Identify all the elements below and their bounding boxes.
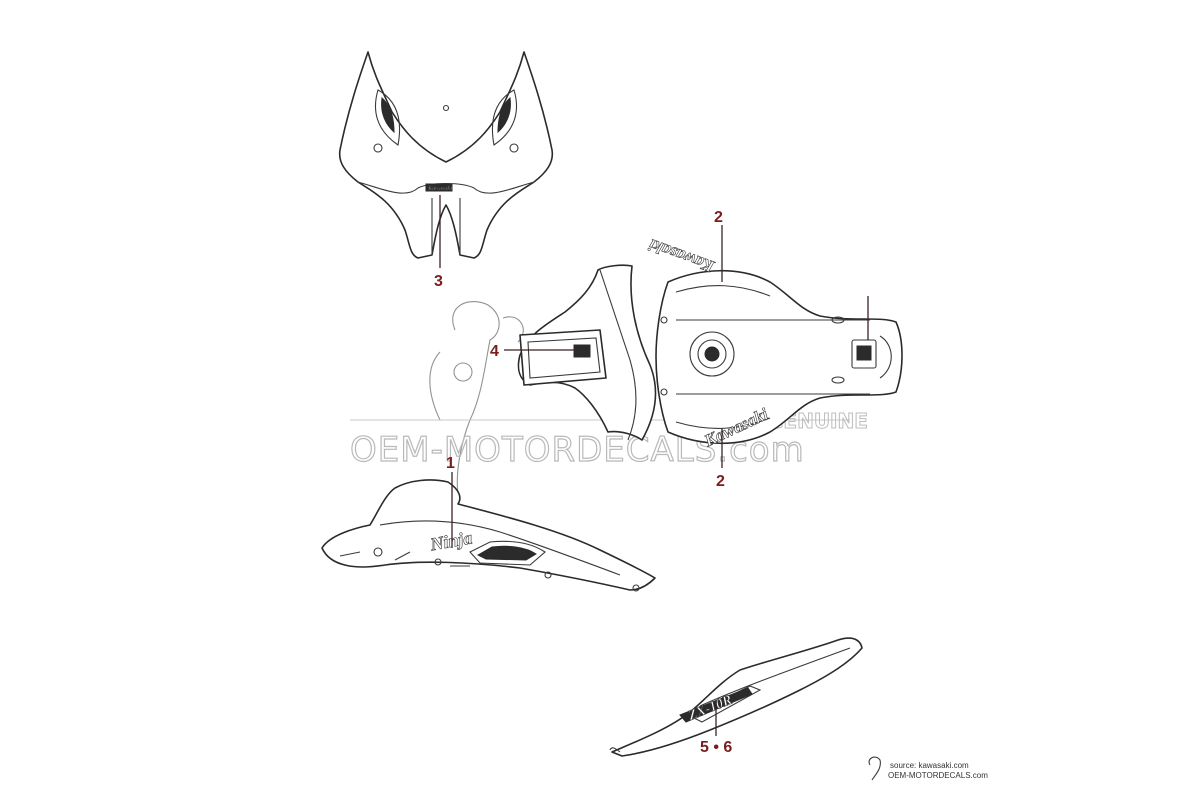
tank-decal-top: Kawasaki bbox=[646, 235, 718, 277]
tail-cover-part: ZX-10R bbox=[609, 637, 863, 757]
upper-cover-part bbox=[517, 264, 657, 441]
credit-source: source: kawasaki.com bbox=[890, 761, 969, 770]
callout-3: 3 bbox=[434, 273, 443, 290]
callout-5-6: 5 • 6 bbox=[700, 739, 732, 756]
front-cowl-part: Kawasaki bbox=[338, 51, 554, 259]
callout-4: 4 bbox=[490, 343, 499, 360]
watermark-logo-figure bbox=[429, 301, 524, 496]
source-credit: source: kawasaki.com OEM-MOTORDECALS.com bbox=[868, 756, 988, 781]
callout-2-bottom: 2 bbox=[716, 473, 725, 490]
callout-1: 1 bbox=[446, 455, 455, 472]
front-cowl-decal-text: Kawasaki bbox=[427, 186, 452, 192]
tank-emblem-decal bbox=[573, 344, 591, 358]
credit-logo-icon bbox=[868, 756, 881, 781]
callout-labels: 3 2 2 4 1 5 • 6 bbox=[434, 209, 732, 756]
leader-lines bbox=[439, 195, 869, 736]
front-cowl-decal bbox=[425, 183, 453, 192]
callout-2-top: 2 bbox=[714, 209, 723, 226]
credit-site: OEM-MOTORDECALS.com bbox=[888, 771, 988, 780]
side-fairing-part: Ninja bbox=[321, 479, 656, 592]
